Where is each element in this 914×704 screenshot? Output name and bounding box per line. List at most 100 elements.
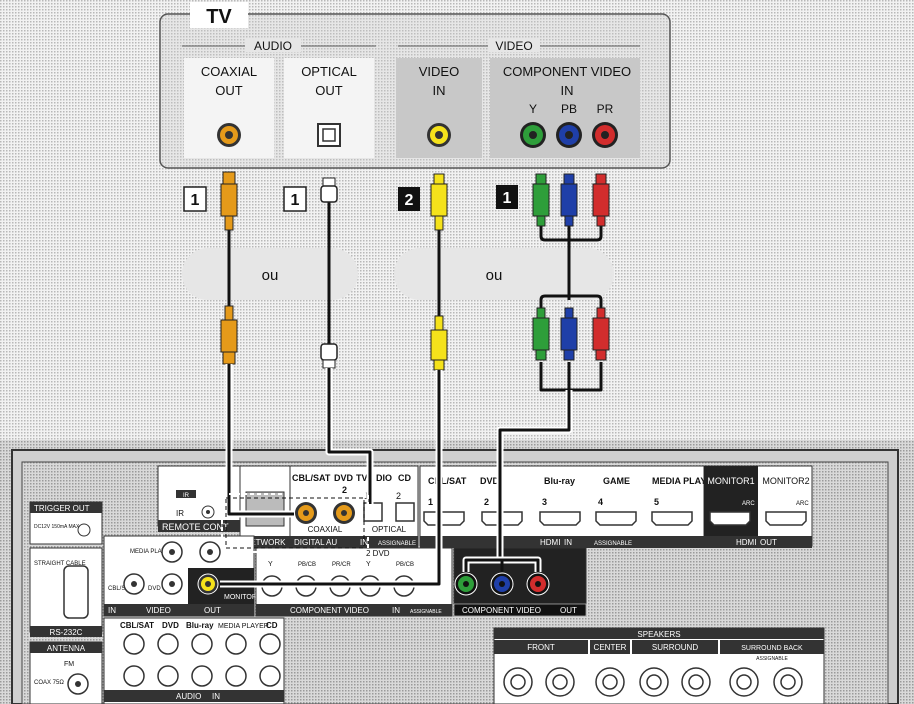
svg-text:Blu-ray: Blu-ray [186, 621, 214, 630]
svg-text:3: 3 [542, 497, 547, 507]
tv-optical-sub: OUT [315, 83, 343, 98]
receiver-optical-jack-2 [395, 502, 415, 522]
svg-text:1: 1 [191, 192, 200, 209]
tv-component-sub: IN [561, 83, 574, 98]
svg-text:ASSIGNABLE: ASSIGNABLE [594, 541, 632, 547]
svg-text:CBL/SAT: CBL/SAT [120, 621, 154, 630]
hdmi-out-port-2 [765, 511, 807, 526]
rs232-label: RS-232C [50, 628, 83, 637]
audio-in-label: AUDIO [176, 692, 201, 701]
svg-text:DVD: DVD [480, 476, 500, 486]
svg-text:2: 2 [342, 485, 347, 495]
svg-text:CBL/SAT: CBL/SAT [428, 476, 467, 486]
svg-text:ASSIGNABLE: ASSIGNABLE [756, 656, 788, 662]
trigger-out-label: TRIGGER OUT [34, 504, 90, 513]
svg-text:DVD: DVD [148, 586, 161, 592]
tv-component-label: COMPONENT VIDEO [503, 64, 631, 79]
tv-video-in-sub: IN [433, 83, 446, 98]
svg-text:OUT: OUT [204, 606, 221, 615]
svg-text:TV: TV [356, 473, 368, 483]
video-cable [430, 173, 448, 371]
svg-text:MEDIA PLAYER: MEDIA PLAYER [218, 623, 269, 630]
video-monitor-out-jack [197, 573, 219, 595]
badge-video: 2 [398, 187, 420, 211]
tv-video-in-label: VIDEO [419, 64, 459, 79]
svg-text:2: 2 [484, 497, 489, 507]
svg-text:4: 4 [598, 497, 603, 507]
tv-component-y-jack [520, 122, 546, 148]
hdmi-in-ports [423, 511, 693, 526]
optical-cable [320, 177, 338, 369]
tv-component-pb: PB [561, 102, 577, 116]
hdmi-out-label: HDMI [736, 538, 756, 547]
receiver-coaxial-label: COAXIAL [308, 525, 343, 534]
monitor1-label: MONITOR1 [707, 476, 754, 486]
tv-title: TV [206, 6, 232, 28]
antenna-label: ANTENNA [47, 644, 86, 653]
svg-text:IN: IN [564, 538, 572, 547]
svg-text:CD: CD [266, 621, 278, 630]
tv-panel: TV AUDIO VIDEO COAXIAL OUT OPTICAL OUT V… [159, 2, 671, 169]
tv-optical-label: OPTICAL [301, 64, 357, 79]
svg-text:PB/CB: PB/CB [298, 562, 316, 568]
svg-text:PB/CB: PB/CB [396, 562, 414, 568]
svg-text:CBL/SAT: CBL/SAT [108, 586, 133, 592]
component-out-label: COMPONENT VIDEO [462, 606, 541, 615]
svg-text:1: 1 [428, 497, 433, 507]
svg-text:Blu-ray: Blu-ray [544, 476, 575, 486]
receiver-coaxial-jack [295, 502, 355, 524]
remote-ir-badge: IR [183, 493, 190, 499]
coaxial-cable [220, 171, 238, 365]
tv-component-y: Y [529, 102, 537, 116]
svg-text:2: 2 [405, 192, 414, 209]
svg-text:Y: Y [366, 561, 371, 568]
svg-text:SURROUND BACK: SURROUND BACK [741, 645, 803, 652]
svg-text:DVD: DVD [162, 621, 179, 630]
badge-optical: 1 [283, 186, 307, 212]
hdmi-out-port-1 [709, 511, 751, 526]
or-pill-right: ou [394, 248, 614, 300]
cable-routes [220, 362, 603, 588]
svg-text:ARC: ARC [796, 501, 809, 507]
audio-in-jacks [123, 633, 281, 687]
svg-text:PR/CR: PR/CR [332, 562, 351, 568]
svg-text:SURROUND: SURROUND [652, 643, 698, 652]
network-label: NETWORK [245, 538, 287, 547]
hdmi-in-label: HDMI [540, 538, 560, 547]
component-out-jacks [454, 572, 550, 596]
svg-text:FM: FM [64, 661, 74, 668]
svg-text:CD: CD [398, 473, 411, 483]
digital-audio-label: DIGITAL AU [294, 538, 337, 547]
remote-control-label: REMOTE CONT [162, 522, 229, 532]
component-cable [532, 173, 610, 361]
monitor2-label: MONITOR2 [762, 476, 809, 486]
svg-text:5: 5 [654, 497, 659, 507]
svg-text:IN: IN [212, 692, 220, 701]
svg-text:DIO: DIO [376, 473, 392, 483]
svg-text:GAME: GAME [603, 476, 630, 486]
remote-ir-label: IR [176, 509, 184, 518]
tv-optical-jack [317, 123, 341, 147]
video-in-jacks [123, 541, 221, 595]
svg-text:2: 2 [396, 491, 401, 501]
svg-text:CBL/SAT: CBL/SAT [292, 473, 331, 483]
video-label: VIDEO [146, 606, 171, 615]
svg-text:STRAIGHT CABLE: STRAIGHT CABLE [34, 561, 86, 567]
svg-text:1: 1 [503, 190, 512, 207]
tv-coaxial-jack [217, 123, 241, 147]
svg-text:ASSIGNABLE: ASSIGNABLE [410, 609, 442, 615]
svg-text:IN: IN [108, 606, 116, 615]
svg-text:MEDIA PLAYER: MEDIA PLAYER [652, 476, 719, 486]
tv-video-jack [427, 123, 451, 147]
receiver-panel: IR IR REMOTE CONT NETWORK CBL/SAT DVD TV… [0, 440, 914, 704]
svg-text:DC12V 150mA MAX.: DC12V 150mA MAX. [34, 524, 81, 530]
tv-audio-group-label: AUDIO [254, 39, 292, 53]
svg-text:ASSIGNABLE: ASSIGNABLE [378, 541, 416, 547]
speakers-label: SPEAKERS [637, 630, 680, 639]
rs232-port [63, 565, 89, 619]
svg-text:1: 1 [291, 192, 300, 209]
svg-text:FRONT: FRONT [527, 643, 555, 652]
badge-coaxial: 1 [183, 186, 207, 212]
badge-component: 1 [496, 185, 518, 209]
or-pill-left: ou [182, 248, 358, 300]
